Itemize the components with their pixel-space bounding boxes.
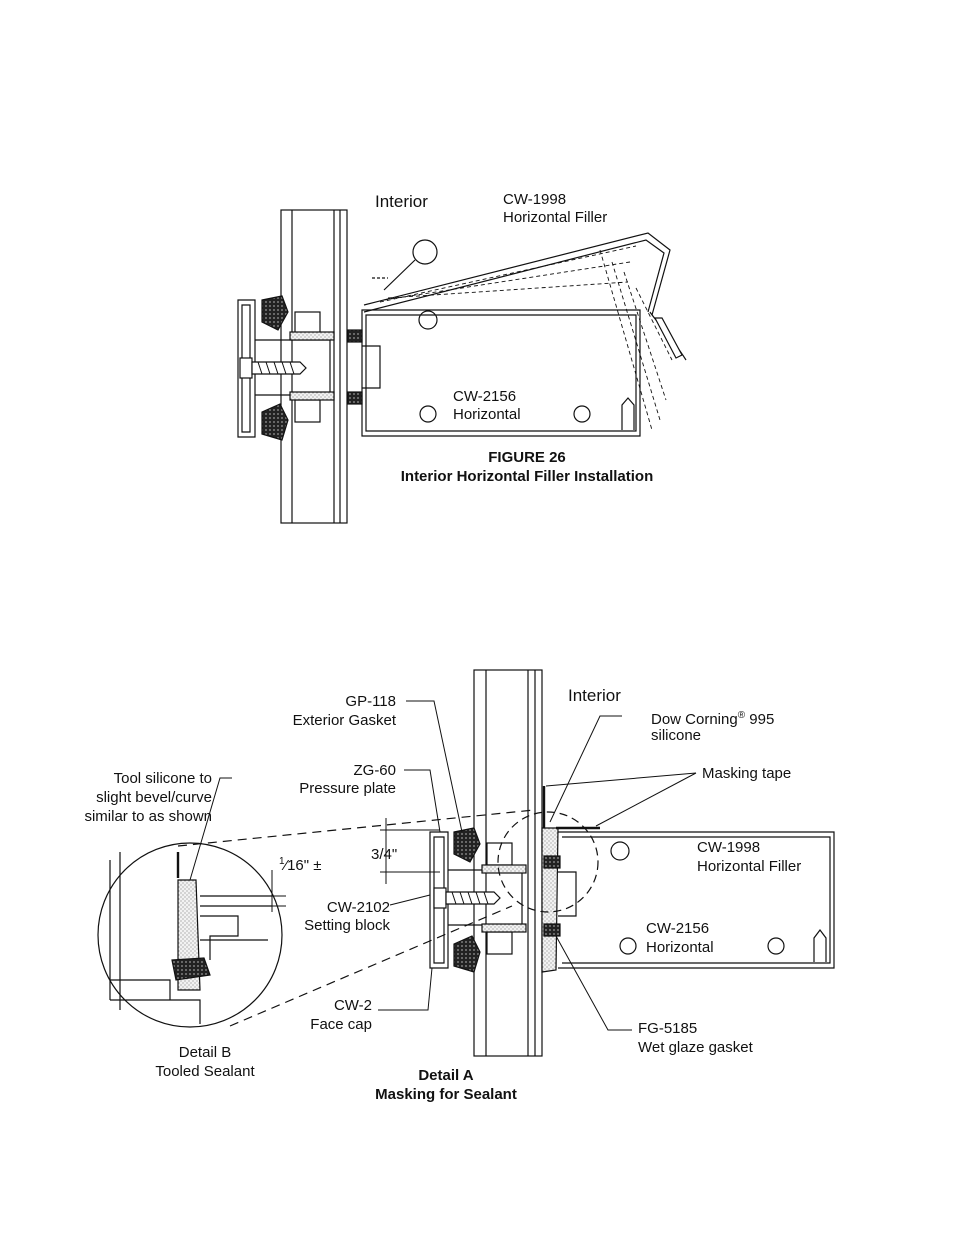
registered-mark: ® [737,710,746,721]
detail-a-drawing [378,669,835,1057]
detailB-caption-title: Detail B [178,1044,232,1061]
filler-rotation-path [379,245,673,431]
figure26-caption-title: Interior Horizontal Filler Installation [400,468,654,485]
figure26-filler-part: CW-1998 [503,191,567,208]
tool-silicone-line1: Tool silicone to [113,770,212,787]
zg60-name: Pressure plate [299,780,396,797]
detailA-filler-name: Horizontal Filler [697,858,802,875]
cw2-name: Face cap [310,1016,372,1033]
wet-glaze-gasket-lower [347,391,363,405]
cw2102-name: Setting block [304,917,390,934]
detail-b-frame [109,852,201,1024]
cw2-part: CW-2 [333,997,372,1014]
horizontal-cw2156 [361,309,641,437]
dimension-sixteenth-label: 1⁄16" ± [279,856,322,874]
exterior-gasket-upper-a [453,827,481,863]
figure26-filler-name: Horizontal Filler [503,209,608,226]
fg5185-part: FG-5185 [638,1020,698,1037]
screw-icon [239,357,307,379]
setting-block-a [481,864,527,874]
horizontal-filler-cw1998 [363,232,687,361]
detail-b-projection-bottom [229,905,513,1027]
exterior-gasket-upper [261,295,289,331]
fraction-numerator: 1 [279,856,285,867]
detailA-horizontal-part: CW-2156 [646,920,710,937]
setting-block-lower-a [481,923,527,933]
detailA-caption-sub: Masking for Sealant [375,1086,517,1103]
figure26-horizontal-name: Horizontal [453,406,521,423]
gp118-name: Exterior Gasket [292,712,396,729]
screw-icon-a [433,887,501,909]
setting-block [289,331,335,341]
dow-corning-line1: Dow Corning® 995 [651,706,774,729]
glazing-pocket-upper-a [486,842,513,866]
glazing-pocket-lower [294,399,321,423]
detailA-interior-label: Interior [568,686,621,705]
detailA-horizontal-name: Horizontal [646,939,714,956]
tool-silicone-leader [189,777,232,881]
glazing-pocket-lower-a [486,931,513,955]
fraction-denominator: 16 [287,857,304,874]
dimension-three-quarter [380,818,440,884]
dow-corning-line2: silicone [651,727,702,744]
wet-glaze-gasket-lower-a [543,923,561,937]
exterior-gasket-lower-a [453,935,481,973]
detail-b-drawing [97,777,535,1028]
dimension-sixteenth [264,870,286,912]
dimension-three-quarter-label: 3/4" [371,846,398,863]
detailA-caption-title: Detail A [418,1067,474,1084]
detail-b-projection-top [177,809,535,847]
silicone-sealant [541,827,559,973]
masking-tape-label: Masking tape [702,765,792,782]
fg5185-name: Wet glaze gasket [638,1039,753,1056]
mullion-vertical-a [473,669,543,1057]
figure-26-drawing [237,209,687,524]
figure26-interior-label: Interior [375,192,428,211]
detail-b-filler [200,895,272,960]
dow-corning-number: 995 [745,711,775,728]
tool-silicone-line3: similar to as shown [84,808,212,825]
detailB-caption-sub: Tooled Sealant [155,1063,255,1080]
fraction-suffix: " ± [303,857,322,874]
detailA-filler-part: CW-1998 [697,839,761,856]
figure26-horizontal-part: CW-2156 [453,388,517,405]
callout-leader [383,259,416,291]
zg60-part: ZG-60 [353,762,396,779]
detail-b-circle [97,842,283,1028]
leader-lines-a [378,700,697,1031]
glazing-pocket-upper [294,311,321,335]
wet-glaze-gasket-upper [347,329,363,343]
horizontal-filler-cw1998-a [558,831,835,969]
figure26-caption-number: FIGURE 26 [488,449,566,466]
setting-block-lower [289,391,335,401]
wet-glaze-gasket-upper-a [543,855,561,869]
callout-bubble [412,239,438,265]
exterior-gasket-lower [261,403,289,441]
cw2102-part: CW-2102 [326,899,390,916]
detail-b-gasket [171,957,211,981]
tool-silicone-line2: slight bevel/curve [96,789,212,806]
dow-corning-brand: Dow Corning [651,711,738,728]
gp118-part: GP-118 [345,693,396,710]
detail-b-marker-circle [497,811,599,913]
